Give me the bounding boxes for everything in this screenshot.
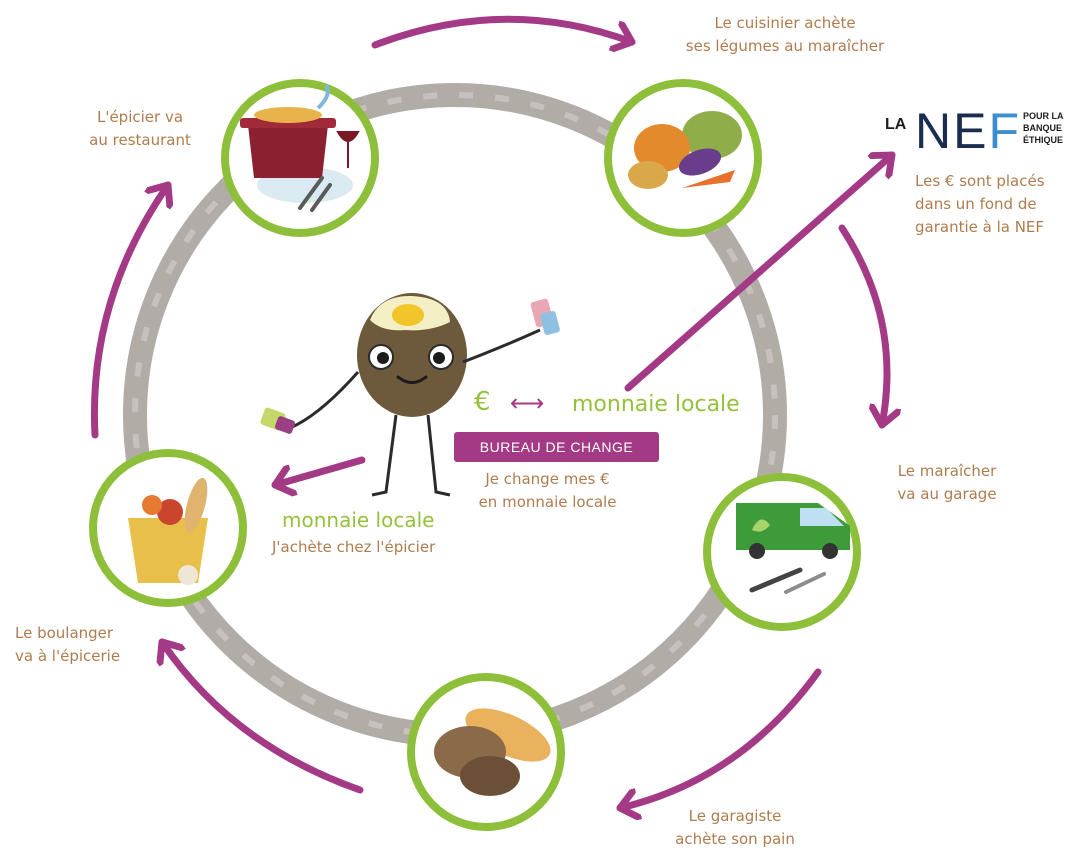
nef-prefix: LA — [885, 116, 907, 133]
grocery-circle — [89, 449, 247, 607]
restaurant-circle — [221, 79, 379, 237]
nef-wordmark: NEF — [915, 103, 1022, 159]
arrow-garage-to-bread — [616, 668, 822, 808]
potato-mascot-icon — [260, 293, 560, 497]
bread-circle — [407, 673, 565, 831]
arrow-to-nef — [624, 151, 896, 392]
arrow-restaurant-to-vegetables — [371, 15, 636, 45]
vegetables-circle — [604, 79, 762, 237]
arrow-bread-to-grocery — [162, 638, 364, 794]
grocery-bag-icon — [128, 477, 208, 585]
van-circle — [703, 473, 861, 631]
exchange-arrow-icon: ⟷ — [510, 389, 545, 417]
arrow-to-grocer — [271, 456, 366, 485]
bread-icon — [434, 708, 551, 796]
arrow-vegetables-to-garage — [838, 224, 887, 429]
exchange-office-badge: BUREAU DE CHANGE — [454, 432, 659, 462]
local-currency-label: monnaie locale — [572, 392, 740, 417]
vegetables-icon — [628, 111, 742, 189]
purchase-currency: monnaie locale — [282, 508, 435, 532]
euro-symbol: € — [474, 387, 491, 417]
delivery-van-icon — [736, 503, 850, 594]
purchase-action: J'achète chez l'épicier — [272, 538, 436, 556]
arrow-grocery-to-restaurant — [90, 181, 168, 439]
restaurant-pot-icon — [240, 83, 360, 212]
exchange-explanation: Je change mes €en monnaie locale — [478, 470, 617, 511]
